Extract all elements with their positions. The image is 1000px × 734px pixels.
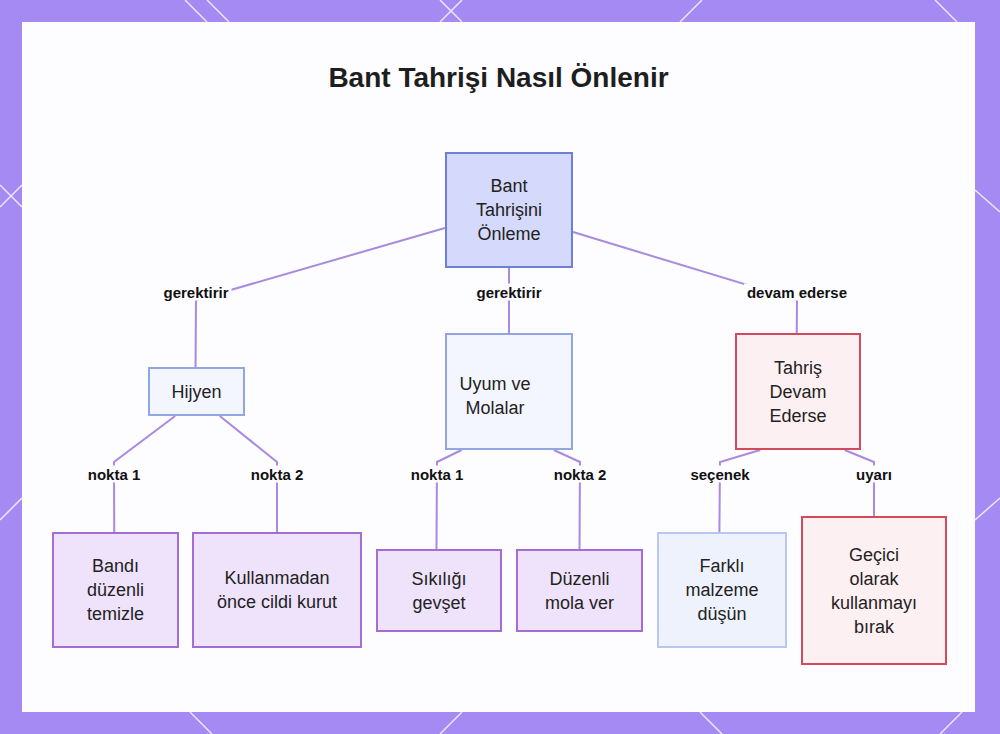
diagram-title: Bant Tahrişi Nasıl Önlenir [22, 62, 975, 94]
node-text: Düzenli mola ver [532, 567, 627, 615]
node-text: Hijyen [152, 380, 242, 404]
edge-label: nokta 1 [85, 466, 144, 483]
node-text: Geçici olarak kullanmayı bırak [824, 543, 924, 639]
edge-label: seçenek [687, 466, 752, 483]
edge-label: devam ederse [744, 284, 850, 301]
root-box: Bant Tahrişini Önleme [445, 152, 573, 268]
node-text: Farklı malzeme düşün [672, 554, 772, 626]
node-text: Bandı düzenli temizle [66, 554, 166, 626]
category-box: Uyum ve Molalar [445, 333, 573, 450]
connector-line [845, 450, 874, 516]
edge-label: gerektirir [473, 284, 544, 301]
warning-box: Geçici olarak kullanmayı bırak [801, 516, 947, 665]
edge-label: uyarı [853, 466, 895, 483]
action-box: Kullanmadan önce cildi kurut [192, 532, 362, 648]
node-text: Uyum ve Molalar [447, 372, 543, 420]
edge-label: nokta 2 [551, 466, 610, 483]
node-text: Tahriş Devam Ederse [750, 356, 846, 428]
action-box: Bandı düzenli temizle [52, 532, 179, 648]
node-text: Kullanmadan önce cildi kurut [215, 566, 340, 614]
connector-line [719, 450, 760, 532]
option-box: Farklı malzeme düşün [657, 532, 787, 648]
edge-label: gerektirir [160, 284, 231, 301]
edge-label: nokta 1 [408, 466, 467, 483]
node-text: Sıkılığı gevşet [394, 567, 484, 615]
action-box: Sıkılığı gevşet [376, 549, 502, 632]
warning-box: Tahriş Devam Ederse [735, 333, 861, 450]
connector-line [508, 268, 510, 333]
connector-line [196, 228, 445, 367]
edge-label: nokta 2 [248, 466, 307, 483]
category-box: Hijyen [148, 367, 245, 416]
action-box: Düzenli mola ver [516, 549, 643, 632]
node-text: Bant Tahrişini Önleme [461, 174, 557, 246]
